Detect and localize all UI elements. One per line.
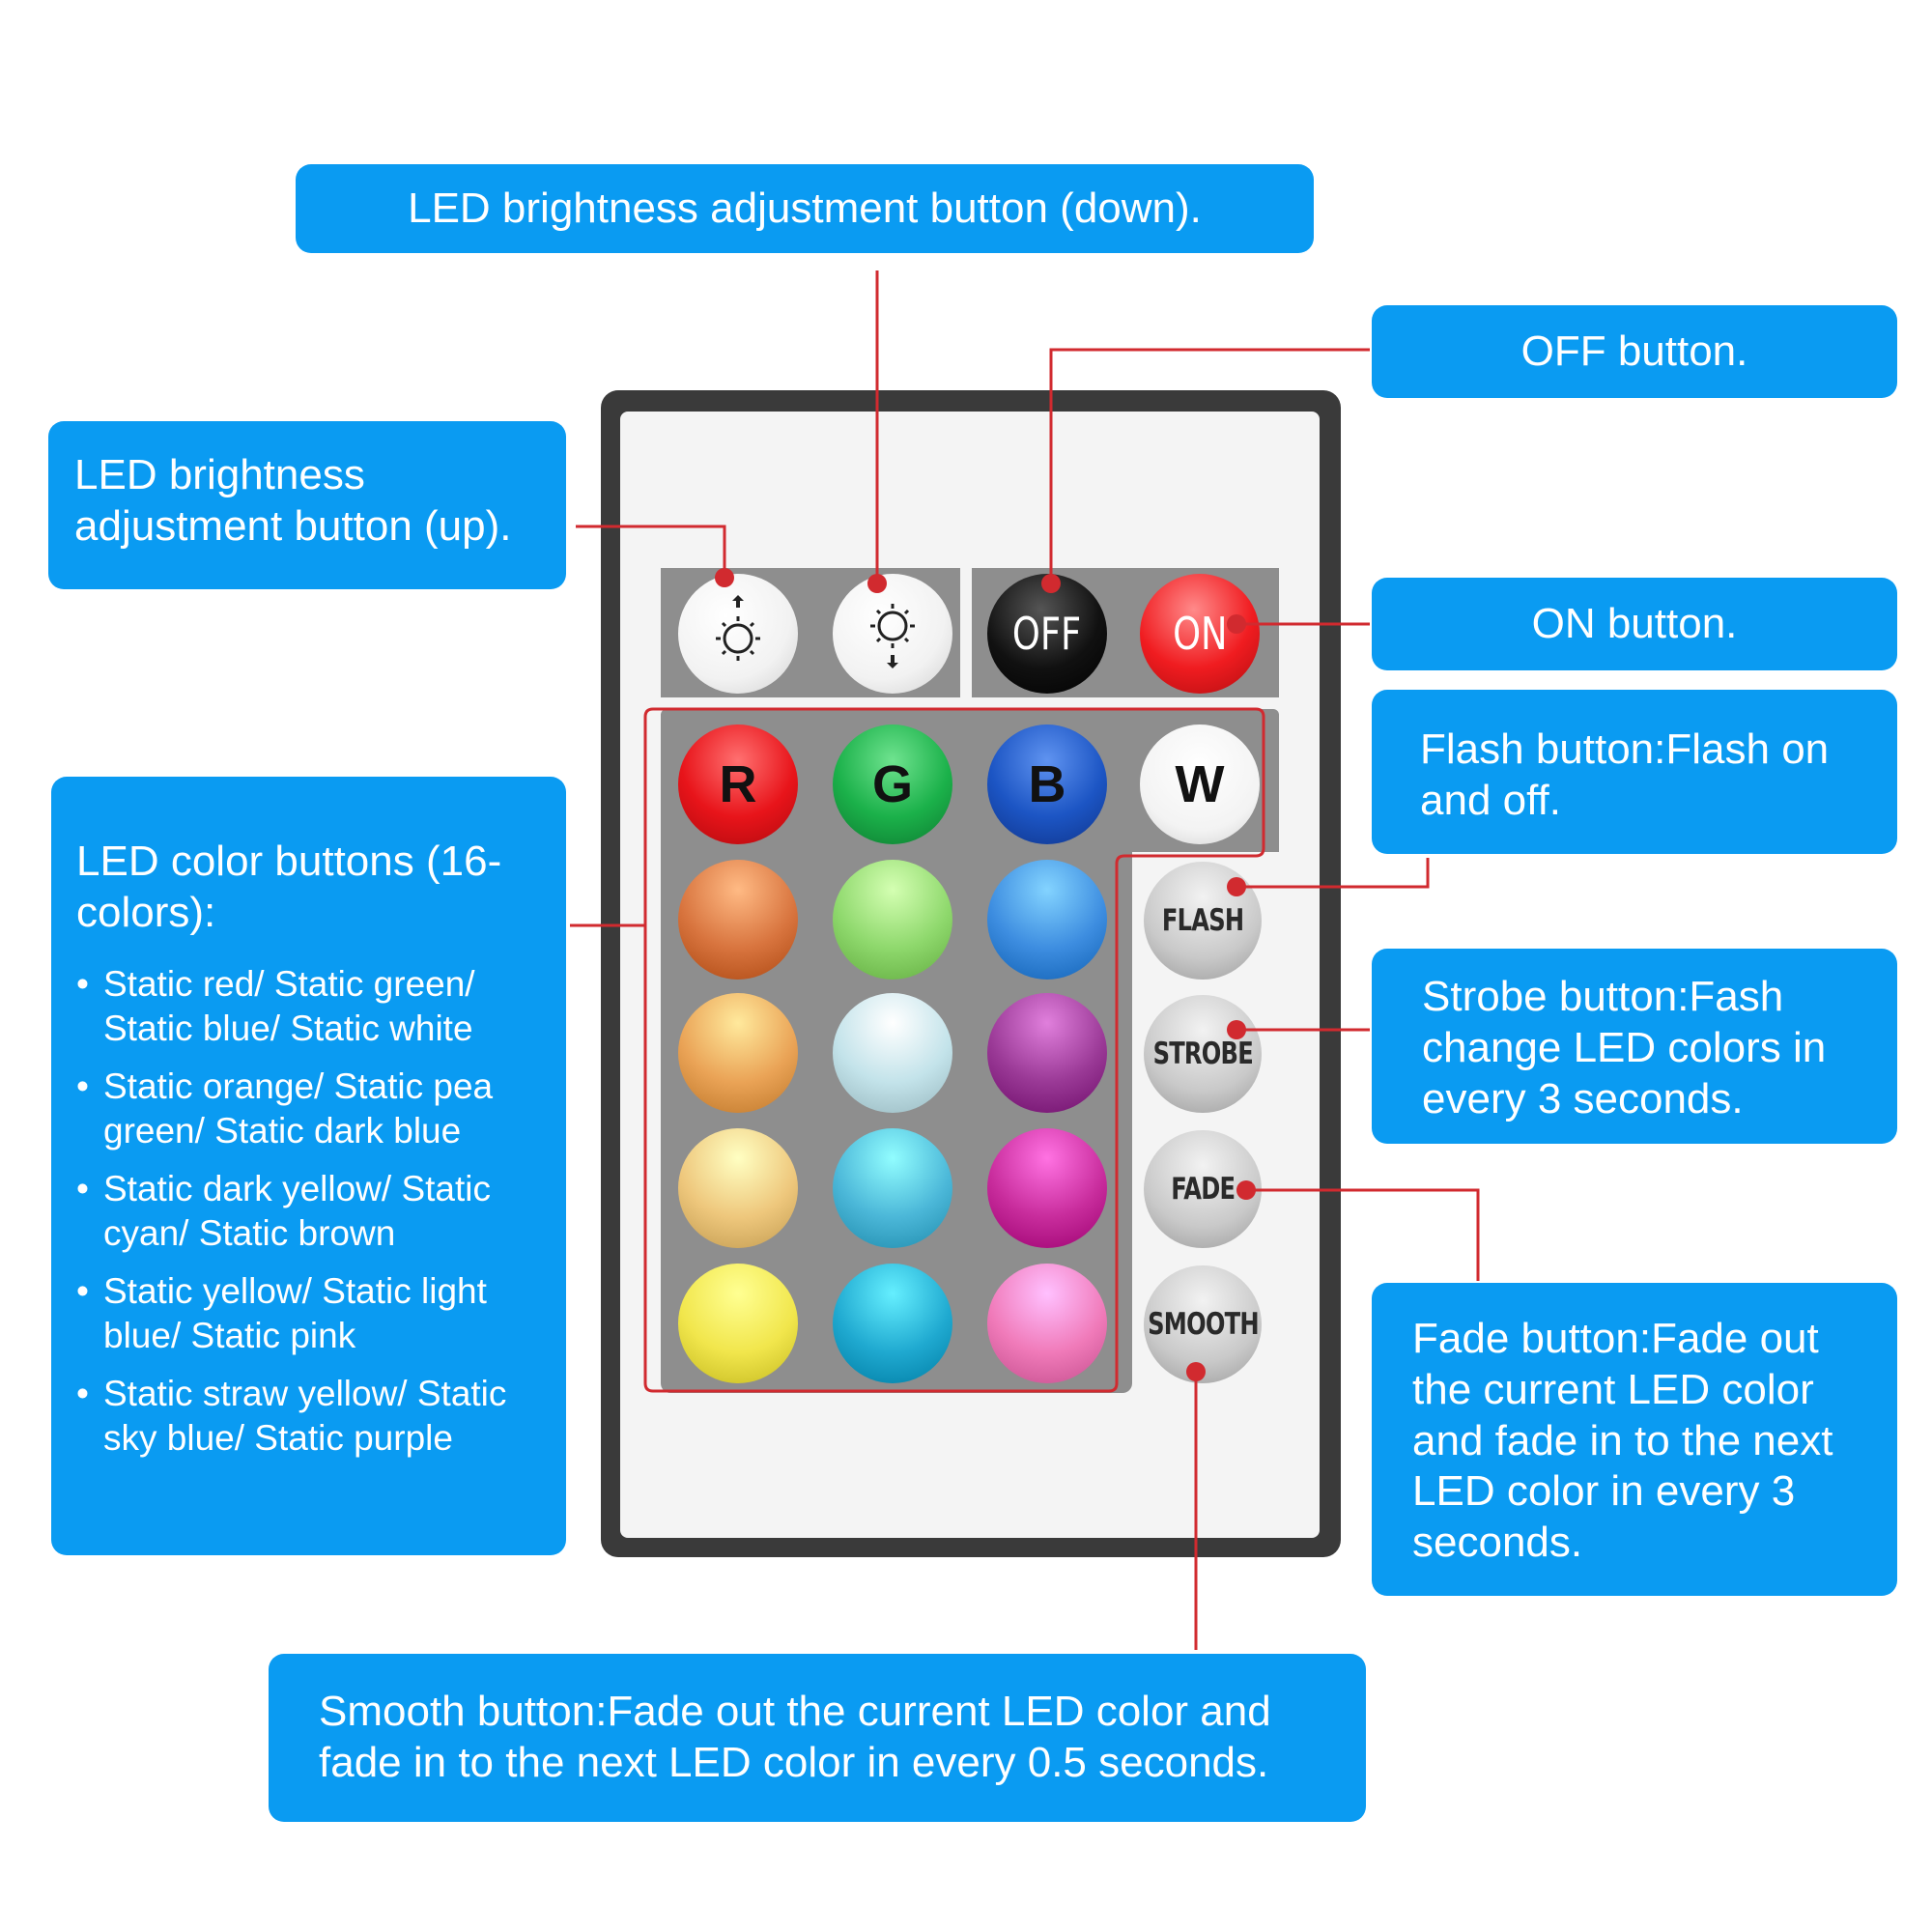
color-list-item: Static dark yellow/ Static cyan/ Static … (76, 1167, 549, 1256)
color-list-item: Static straw yellow/ Static sky blue/ St… (76, 1372, 549, 1461)
smooth-label: SMOOTH (1147, 1307, 1259, 1342)
color-button[interactable] (678, 1264, 798, 1383)
callout-on: ON button. (1372, 578, 1897, 670)
callout-flash-text: Flash button:Flash on and off. (1420, 725, 1830, 824)
callout-off: OFF button. (1372, 305, 1897, 398)
dot-off (1041, 574, 1061, 593)
callout-fade-text: Fade button:Fade out the current LED col… (1412, 1315, 1833, 1567)
color-button[interactable] (833, 1264, 952, 1383)
color-button[interactable] (833, 860, 952, 980)
color-list: Static red/ Static green/ Static blue/ S… (76, 962, 549, 1461)
flash-label: FLASH (1161, 903, 1244, 938)
on-label: ON (1172, 608, 1228, 660)
leader-brightness-up (576, 525, 726, 578)
color-button[interactable] (987, 860, 1107, 980)
brightness-up-button[interactable] (678, 574, 798, 694)
g-label: G (871, 755, 913, 813)
callout-strobe-text: Strobe button:Fash change LED colors in … (1422, 973, 1827, 1122)
w-label: W (1175, 755, 1225, 813)
leader-flash (1236, 858, 1430, 889)
r-label: R (719, 755, 757, 813)
blue-button[interactable]: B (987, 724, 1107, 844)
fade-label: FADE (1171, 1172, 1236, 1207)
color-button[interactable] (987, 1264, 1107, 1383)
color-button[interactable] (678, 993, 798, 1113)
sun-up-icon (716, 595, 760, 661)
callout-flash: Flash button:Flash on and off. (1372, 690, 1897, 854)
smooth-button[interactable]: SMOOTH (1144, 1265, 1262, 1383)
off-label: OFF (1012, 608, 1082, 660)
callout-brightness-up-text: LED brightness adjustment button (up). (74, 451, 512, 550)
strobe-button[interactable]: STROBE (1144, 995, 1262, 1113)
brightness-down-button[interactable] (833, 574, 952, 694)
color-button[interactable] (987, 1128, 1107, 1248)
color-list-item: Static yellow/ Static light blue/ Static… (76, 1269, 549, 1358)
dot-strobe (1227, 1020, 1246, 1039)
red-button[interactable]: R (678, 724, 798, 844)
callout-smooth-text: Smooth button:Fade out the current LED c… (319, 1688, 1271, 1786)
color-button[interactable] (833, 1128, 952, 1248)
sun-down-icon (870, 604, 915, 668)
callout-fade: Fade button:Fade out the current LED col… (1372, 1283, 1897, 1596)
off-button[interactable]: OFF (987, 574, 1107, 694)
color-button[interactable] (678, 1128, 798, 1248)
b-label: B (1028, 755, 1066, 813)
strobe-label: STROBE (1152, 1037, 1253, 1071)
color-button[interactable] (678, 860, 798, 980)
color-list-item: Static orange/ Static pea green/ Static … (76, 1065, 549, 1153)
color-buttons-outline (643, 707, 1265, 1393)
leader-off (1049, 348, 1370, 583)
dot-smooth (1186, 1362, 1206, 1381)
callout-brightness-down: LED brightness adjustment button (down). (296, 164, 1314, 253)
callout-on-text: ON button. (1531, 599, 1738, 647)
color-list-item: Static red/ Static green/ Static blue/ S… (76, 962, 549, 1051)
white-button[interactable]: W (1140, 724, 1260, 844)
leader-fade (1246, 1188, 1480, 1281)
color-button[interactable] (987, 993, 1107, 1113)
dot-brightness-down (867, 574, 887, 593)
color-button[interactable] (833, 993, 952, 1113)
dot-flash (1227, 877, 1246, 896)
callout-brightness-up: LED brightness adjustment button (up). (48, 421, 566, 589)
dot-brightness-up (715, 568, 734, 587)
callout-off-text: OFF button. (1520, 327, 1748, 375)
callout-color-buttons-heading: LED color buttons (16-colors): (76, 838, 502, 936)
dot-on (1227, 614, 1246, 634)
callout-color-buttons: LED color buttons (16-colors): Static re… (51, 777, 566, 1555)
green-button[interactable]: G (833, 724, 952, 844)
callout-brightness-down-text: LED brightness adjustment button (down). (408, 184, 1202, 232)
on-button[interactable]: ON (1140, 574, 1260, 694)
callout-smooth: Smooth button:Fade out the current LED c… (269, 1654, 1366, 1822)
dot-fade (1236, 1180, 1256, 1200)
callout-strobe: Strobe button:Fash change LED colors in … (1372, 949, 1897, 1144)
